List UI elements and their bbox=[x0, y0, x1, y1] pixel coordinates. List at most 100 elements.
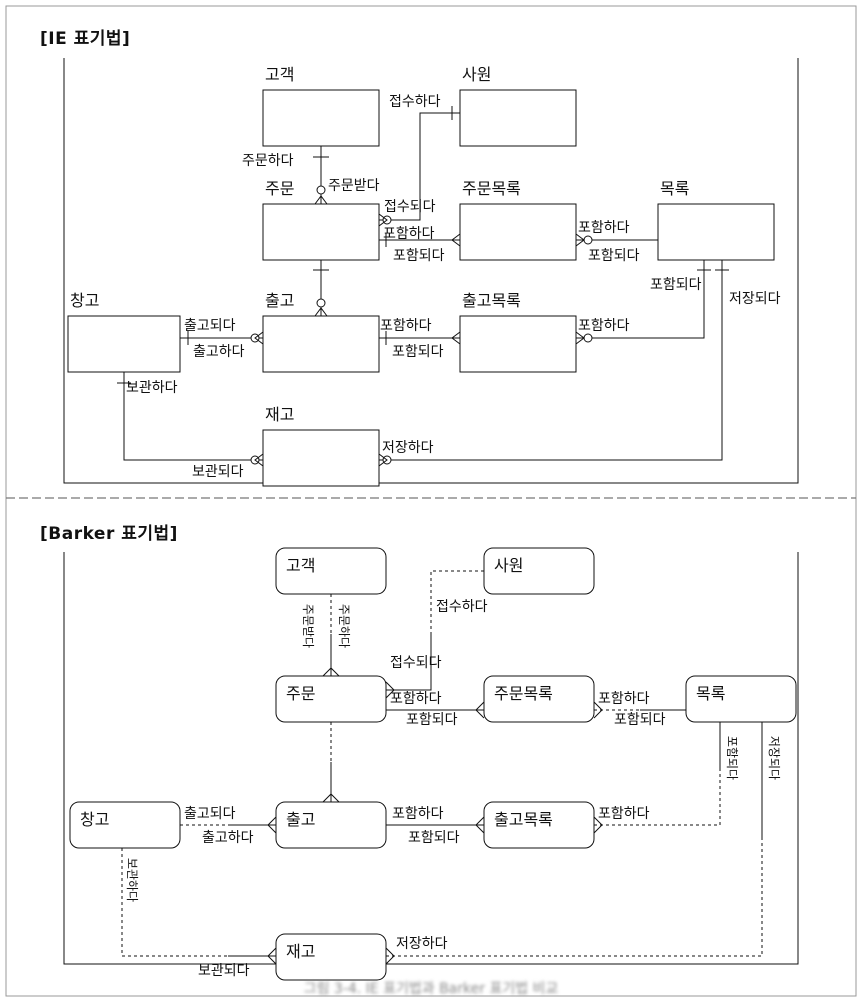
barker-label-store: 저장하다 bbox=[396, 936, 448, 952]
ie-rel-catalog-inventory bbox=[379, 260, 723, 461]
ie-rel-employee-order bbox=[379, 112, 460, 221]
ie-label-include-4: 포함하다 bbox=[578, 318, 630, 334]
ie-entity-shipment bbox=[262, 315, 380, 373]
barker-rel-warehouse-inventory-optional bbox=[121, 848, 228, 957]
barker-label-included-1: 포함되다 bbox=[406, 712, 458, 728]
ie-frame bbox=[63, 58, 799, 484]
barker-entity-inventory bbox=[275, 933, 387, 981]
ie-rel-catalog-shipmentitem bbox=[576, 260, 705, 339]
barker-title-shipment: 출고 bbox=[286, 810, 315, 829]
barker-label-stored: 저장되다 bbox=[767, 736, 781, 780]
ie-label-included-4: 포함되다 bbox=[392, 344, 444, 360]
ie-label-order-place: 주문하다 bbox=[242, 153, 294, 169]
ie-mark-optional bbox=[583, 333, 593, 343]
ie-label-order-receive: 주문받다 bbox=[328, 178, 380, 194]
barker-crowfoot bbox=[593, 816, 603, 834]
barker-title-customer: 고객 bbox=[286, 556, 315, 575]
barker-label-ship-do: 출고하다 bbox=[202, 830, 254, 846]
ie-label-ship-do: 출고하다 bbox=[193, 344, 245, 360]
barker-entity-catalog bbox=[685, 675, 797, 723]
ie-mark-optional bbox=[316, 185, 326, 195]
ie-mark-optional bbox=[583, 235, 593, 245]
ie-mark-many bbox=[575, 233, 585, 247]
barker-title-warehouse: 창고 bbox=[80, 810, 109, 829]
ie-title-employee: 사원 bbox=[462, 65, 491, 84]
barker-crowfoot bbox=[593, 701, 603, 719]
barker-crowfoot bbox=[322, 667, 340, 677]
barker-label-included-3: 포함되다 bbox=[408, 830, 460, 846]
outer-frame bbox=[5, 5, 857, 997]
ie-entity-warehouse bbox=[67, 315, 181, 373]
ie-label-include-1: 포함하다 bbox=[383, 226, 435, 242]
ie-mark-many bbox=[314, 195, 328, 205]
ie-mark-many bbox=[314, 307, 328, 317]
ie-label-store: 저장하다 bbox=[382, 440, 434, 456]
ie-entity-order bbox=[262, 203, 380, 261]
barker-crowfoot bbox=[267, 816, 277, 834]
ie-label-ship-out: 출고되다 bbox=[184, 318, 236, 334]
barker-diagram: 고객 사원 주문 주문목록 목록 창고 출고 출고목록 재고 bbox=[63, 547, 799, 981]
barker-label-received: 접수되다 bbox=[390, 655, 442, 671]
figure-caption: 그림 3-4. IE 표기법과 Barker 표기법 비교 bbox=[303, 981, 559, 997]
ie-mark-many bbox=[378, 453, 388, 467]
ie-title-shipment-item: 출고목록 bbox=[462, 291, 521, 310]
barker-rel-catalog-shipmentitem-optional bbox=[594, 770, 721, 826]
barker-crowfoot bbox=[322, 793, 340, 803]
ie-title-catalog: 목록 bbox=[660, 179, 689, 198]
ie-label-receive: 접수하다 bbox=[389, 94, 441, 110]
ie-mark-many bbox=[451, 331, 461, 345]
ie-entity-inventory bbox=[262, 429, 380, 487]
ie-mark-many bbox=[451, 233, 461, 247]
barker-label-keep: 보관하다 bbox=[125, 858, 139, 902]
barker-label-include-4: 포함하다 bbox=[598, 806, 650, 822]
ie-title-warehouse: 창고 bbox=[70, 291, 99, 310]
ie-label-included-2: 포함되다 bbox=[588, 248, 640, 264]
barker-entity-order-item bbox=[483, 675, 595, 723]
ie-entity-order-item bbox=[459, 203, 577, 261]
ie-rel-warehouse-inventory bbox=[123, 372, 263, 461]
barker-crowfoot bbox=[475, 701, 485, 719]
ie-entity-catalog bbox=[657, 203, 775, 261]
barker-label-receive: 접수하다 bbox=[436, 599, 488, 615]
barker-label-included-2: 포함되다 bbox=[614, 712, 666, 728]
barker-title-employee: 사원 bbox=[494, 556, 523, 575]
barker-frame bbox=[63, 552, 799, 965]
barker-crowfoot bbox=[267, 947, 277, 965]
ie-mark-optional bbox=[316, 298, 326, 308]
ie-label-included-1: 포함되다 bbox=[393, 248, 445, 264]
barker-crowfoot bbox=[385, 681, 395, 699]
ie-mark-many bbox=[254, 453, 264, 467]
ie-label-kept: 보관되다 bbox=[192, 464, 244, 480]
barker-label-include-3: 포함하다 bbox=[392, 806, 444, 822]
barker-title-inventory: 재고 bbox=[286, 942, 315, 961]
ie-title-customer: 고객 bbox=[265, 65, 294, 84]
ie-title-order-item: 주문목록 bbox=[462, 179, 521, 198]
barker-crowfoot bbox=[475, 816, 485, 834]
ie-title-shipment: 출고 bbox=[265, 291, 294, 310]
ie-label-included-3: 포함되다 bbox=[650, 277, 702, 293]
ie-title-inventory: 재고 bbox=[265, 405, 294, 424]
ie-label-include-2: 포함하다 bbox=[578, 220, 630, 236]
barker-rel-employee-order-mandatory bbox=[386, 632, 432, 691]
barker-label-include-2: 포함하다 bbox=[598, 691, 650, 707]
ie-entity-shipment-item bbox=[459, 315, 577, 373]
ie-label-received: 접수되다 bbox=[384, 199, 436, 215]
ie-label-keep: 보관하다 bbox=[126, 380, 178, 396]
ie-entity-employee bbox=[459, 89, 577, 147]
barker-title-order: 주문 bbox=[286, 684, 315, 703]
ie-diagram: 고객 사원 주문 주문목록 목록 창고 출고 출고목록 재고 bbox=[63, 58, 799, 487]
barker-title-catalog: 목록 bbox=[696, 684, 725, 703]
ie-mark-many bbox=[575, 331, 585, 345]
barker-label-included-4: 포함되다 bbox=[725, 736, 739, 780]
barker-section-title: [Barker 표기법] bbox=[40, 524, 178, 544]
barker-title-order-item: 주문목록 bbox=[494, 684, 553, 703]
ie-entity-customer bbox=[262, 89, 380, 147]
ie-title-order: 주문 bbox=[265, 179, 294, 198]
ie-label-stored: 저장되다 bbox=[729, 291, 781, 307]
barker-label-kept: 보관되다 bbox=[198, 963, 250, 979]
ie-label-include-3: 포함하다 bbox=[380, 318, 432, 334]
barker-crowfoot bbox=[385, 947, 395, 965]
barker-label-order-place: 주문하다 bbox=[337, 604, 351, 648]
barker-label-order-received: 주문받다 bbox=[301, 604, 315, 648]
